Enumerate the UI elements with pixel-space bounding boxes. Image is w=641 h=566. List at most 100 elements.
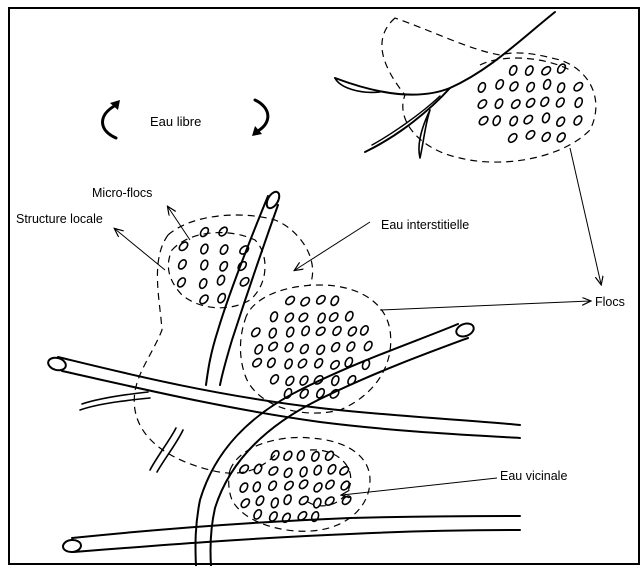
particle bbox=[238, 463, 250, 474]
particle bbox=[284, 358, 294, 370]
particle bbox=[300, 325, 310, 337]
micro-floc-particles bbox=[176, 226, 250, 306]
particle bbox=[266, 357, 277, 369]
particle bbox=[310, 450, 320, 462]
particle bbox=[540, 65, 552, 76]
fiber-upper-left-vertical bbox=[206, 190, 282, 385]
particle bbox=[315, 344, 326, 356]
particle bbox=[296, 450, 306, 462]
particle bbox=[313, 464, 323, 476]
label-micro-flocs: Micro-flocs bbox=[92, 186, 152, 200]
particle bbox=[313, 357, 324, 369]
particle bbox=[541, 131, 552, 143]
particle bbox=[478, 115, 490, 126]
particle bbox=[218, 260, 229, 272]
particle bbox=[345, 341, 356, 353]
particle bbox=[297, 358, 308, 370]
particle bbox=[239, 482, 250, 494]
particle bbox=[510, 98, 522, 110]
particle bbox=[572, 81, 584, 93]
particle bbox=[283, 480, 295, 492]
particle bbox=[219, 244, 230, 256]
free-water-arrows: Eau libre bbox=[103, 100, 268, 138]
particle bbox=[285, 326, 295, 338]
particle bbox=[312, 481, 323, 493]
particle bbox=[507, 132, 519, 144]
particle bbox=[555, 116, 566, 128]
label-flocs: Flocs bbox=[595, 295, 625, 309]
particle bbox=[284, 312, 295, 324]
particle bbox=[240, 497, 251, 509]
particle bbox=[177, 258, 188, 270]
particle bbox=[298, 375, 309, 387]
particle bbox=[269, 311, 279, 323]
particle bbox=[268, 327, 278, 339]
particle bbox=[315, 294, 327, 306]
particle bbox=[477, 82, 487, 94]
particle bbox=[555, 97, 566, 109]
particle bbox=[299, 343, 310, 355]
particle bbox=[329, 359, 341, 371]
particle bbox=[494, 78, 504, 90]
particle bbox=[329, 295, 340, 307]
particle bbox=[178, 241, 190, 253]
particle bbox=[284, 295, 296, 306]
particle bbox=[525, 97, 536, 109]
particle bbox=[347, 326, 358, 338]
particle bbox=[270, 497, 280, 509]
particle bbox=[556, 63, 567, 75]
particle bbox=[255, 495, 266, 507]
particle bbox=[574, 97, 584, 109]
particle bbox=[198, 294, 209, 306]
particle bbox=[363, 340, 374, 352]
particle bbox=[523, 114, 535, 126]
particle bbox=[524, 65, 535, 77]
particle bbox=[284, 375, 295, 387]
particle bbox=[341, 494, 353, 506]
particle bbox=[541, 112, 551, 124]
particle bbox=[267, 480, 278, 492]
particle bbox=[200, 243, 210, 255]
label-eau-interstitielle: Eau interstitielle bbox=[381, 218, 469, 232]
particle bbox=[216, 292, 227, 304]
particle bbox=[253, 343, 264, 355]
particle bbox=[508, 115, 519, 127]
label-eau-libre: Eau libre bbox=[150, 114, 201, 129]
top-floc-particles bbox=[477, 63, 584, 144]
particle bbox=[269, 373, 280, 385]
label-structure-locale: Structure locale bbox=[16, 212, 103, 226]
particle bbox=[344, 310, 354, 322]
particle bbox=[176, 276, 187, 288]
particle bbox=[324, 495, 336, 506]
fiber-diagonal-long bbox=[195, 321, 475, 566]
particle bbox=[477, 98, 489, 110]
particle bbox=[312, 497, 322, 509]
particle bbox=[359, 324, 370, 336]
particle bbox=[494, 98, 504, 110]
particle bbox=[216, 274, 226, 286]
particle bbox=[199, 226, 210, 238]
particle bbox=[556, 131, 567, 143]
particle bbox=[252, 481, 262, 493]
particle bbox=[251, 357, 263, 368]
particle bbox=[315, 326, 327, 337]
particle bbox=[299, 296, 311, 308]
particle bbox=[556, 82, 566, 94]
particle bbox=[542, 79, 552, 91]
label-eau-vicinale: Eau vicinale bbox=[500, 469, 567, 483]
particle bbox=[200, 259, 210, 271]
fiber-bottom-horizontal bbox=[63, 516, 520, 553]
particle bbox=[327, 463, 338, 475]
particle bbox=[492, 115, 502, 127]
top-branching-fibers bbox=[335, 12, 555, 158]
particle bbox=[282, 450, 293, 462]
particle bbox=[317, 312, 327, 324]
particle bbox=[328, 311, 340, 323]
pointer-arrows bbox=[115, 148, 601, 495]
particle bbox=[330, 341, 341, 353]
particle bbox=[267, 341, 279, 353]
particle bbox=[252, 508, 262, 520]
particle bbox=[508, 65, 518, 77]
